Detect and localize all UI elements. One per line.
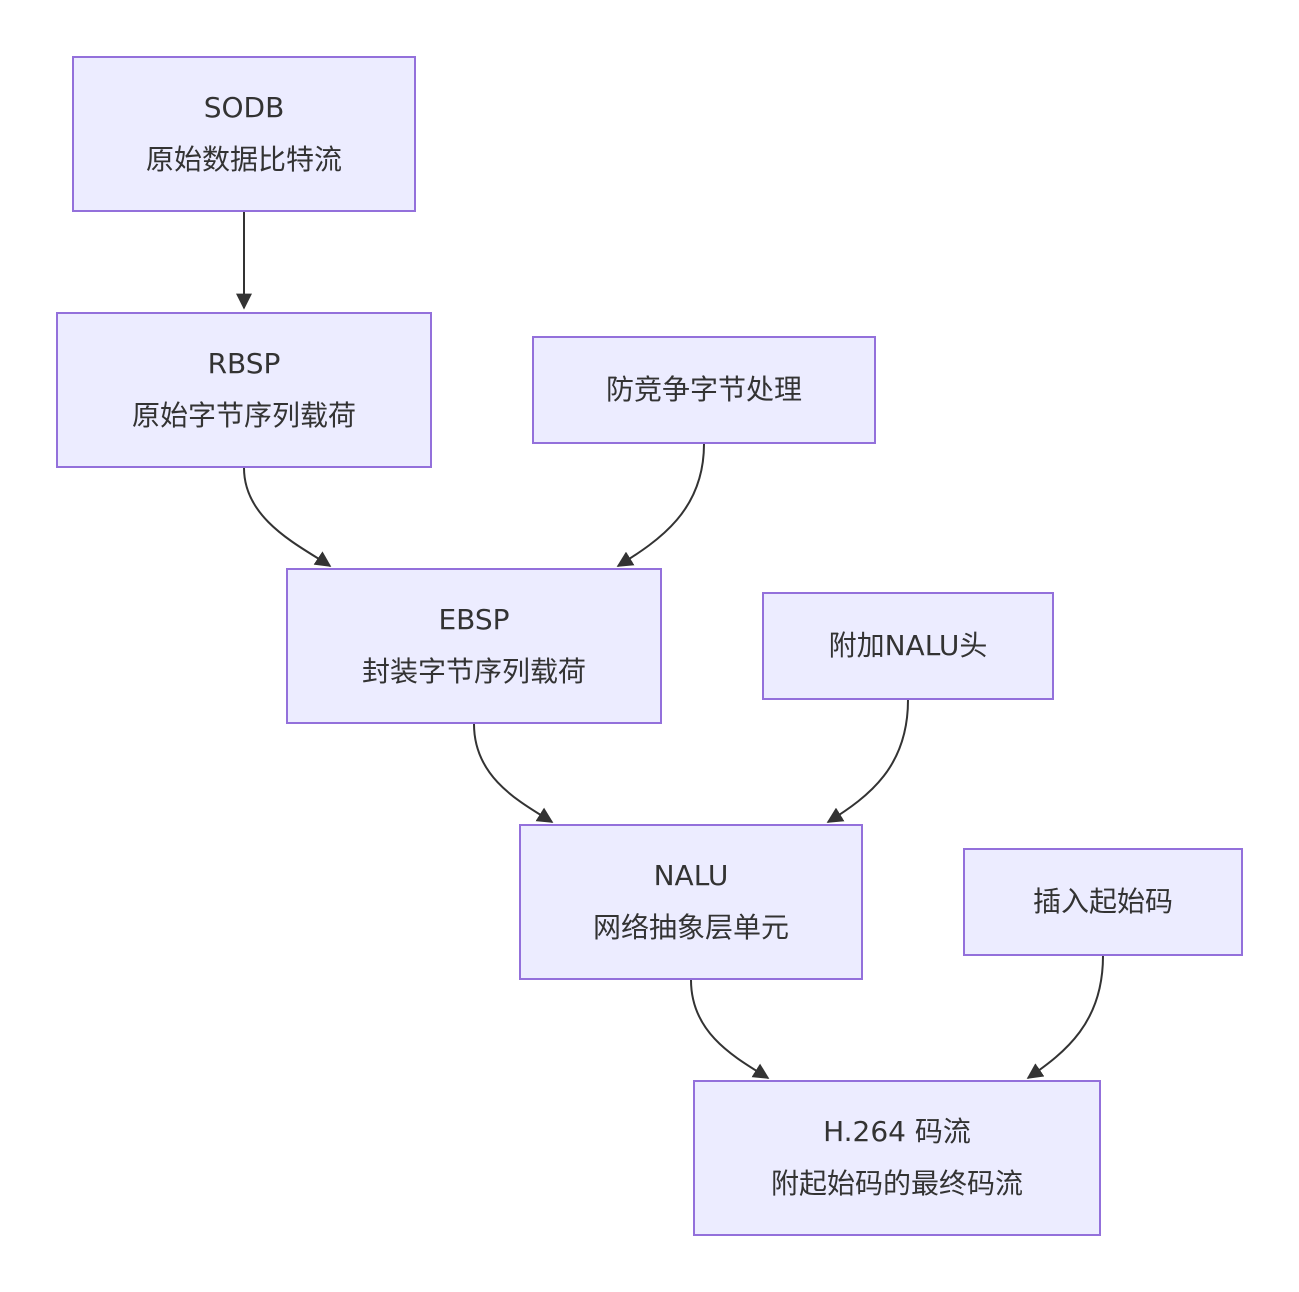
node-ebsp-title: EBSP xyxy=(438,603,510,636)
node-anti-emulation-label: 防竞争字节处理 xyxy=(605,373,802,406)
edge-start-h264 xyxy=(1026,955,1104,1079)
node-h264-title: H.264 码流 xyxy=(823,1115,971,1148)
node-start-code-label: 插入起始码 xyxy=(1032,885,1173,918)
node-sodb-title: SODB xyxy=(203,91,285,124)
node-nalu: NALU 网络抽象层单元 xyxy=(519,824,863,980)
node-rbsp-desc: 原始字节序列载荷 xyxy=(131,399,356,432)
node-h264-desc: 附起始码的最终码流 xyxy=(770,1167,1023,1200)
edge-ebsp-nalu xyxy=(473,723,554,823)
edge-anti-ebsp xyxy=(616,443,705,567)
node-nalu-header: 附加NALU头 xyxy=(762,592,1054,700)
node-h264: H.264 码流 附起始码的最终码流 xyxy=(693,1080,1101,1236)
node-anti-emulation: 防竞争字节处理 xyxy=(532,336,876,444)
node-rbsp: RBSP 原始字节序列载荷 xyxy=(56,312,432,468)
node-nalu-header-label: 附加NALU头 xyxy=(828,629,988,662)
node-rbsp-title: RBSP xyxy=(207,347,281,380)
edge-naluhdr-nalu xyxy=(826,699,909,823)
edge-rbsp-ebsp xyxy=(243,467,332,567)
node-start-code: 插入起始码 xyxy=(963,848,1243,956)
node-ebsp: EBSP 封装字节序列载荷 xyxy=(286,568,662,724)
node-sodb-desc: 原始数据比特流 xyxy=(145,143,342,176)
node-nalu-title: NALU xyxy=(653,859,729,892)
node-nalu-desc: 网络抽象层单元 xyxy=(592,911,789,944)
node-ebsp-desc: 封装字节序列载荷 xyxy=(361,655,586,688)
node-sodb: SODB 原始数据比特流 xyxy=(72,56,416,212)
edge-nalu-h264 xyxy=(690,979,770,1079)
